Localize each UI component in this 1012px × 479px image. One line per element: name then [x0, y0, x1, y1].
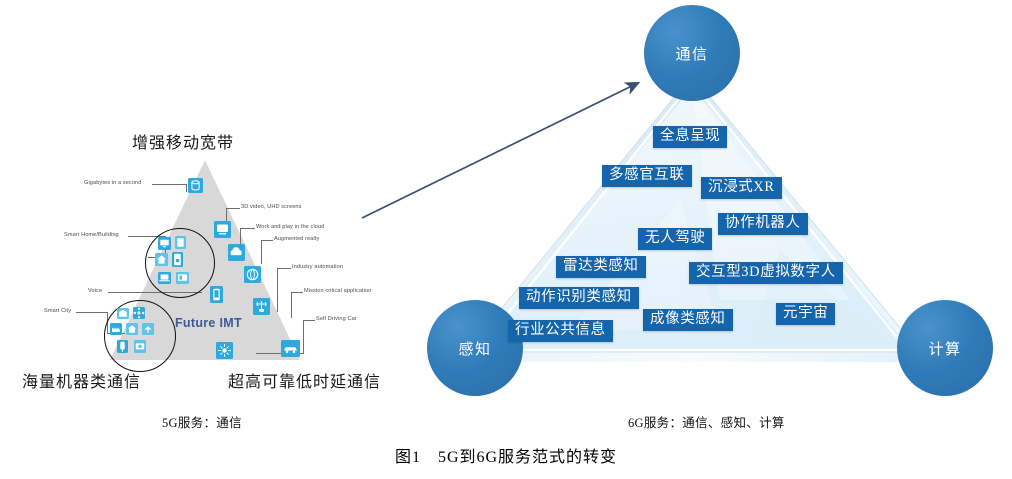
- leader-line-cloud: [240, 228, 255, 229]
- keyword-motion-recognition[interactable]: 动作识别类感知: [519, 287, 639, 310]
- leader-line-mission: [291, 292, 303, 293]
- leader-line-selfdriving-drop: [303, 320, 304, 354]
- monitor-icon: [214, 221, 231, 238]
- node-communication[interactable]: 通信: [644, 5, 740, 101]
- callout-mission-critical: Mission critical application: [304, 288, 372, 294]
- callout-cloud: Work and play in the cloud: [256, 224, 325, 230]
- voice-phone-icon: [210, 286, 223, 303]
- database-icon: [188, 178, 203, 193]
- house-icon: [126, 323, 138, 335]
- leader-line-selfdriving: [303, 320, 315, 321]
- callout-3d-video: 3D video, UHD screens: [241, 204, 302, 210]
- node-computing[interactable]: 计算: [897, 300, 993, 396]
- industry-automation-icon: [253, 298, 270, 315]
- node-sensing-label: 感知: [458, 341, 492, 358]
- keyword-multisensory[interactable]: 多感官互联: [602, 165, 692, 188]
- leader-line-ar-drop: [261, 240, 262, 264]
- left-5g-diagram: 增强移动宽带 Future IMT Gigabytes in a seco: [0, 0, 420, 420]
- traffic-light-icon: [117, 340, 128, 353]
- home-icon: [155, 253, 168, 266]
- appliance-icon: [172, 252, 183, 267]
- leader-line-gigabytes-drop: [186, 184, 187, 192]
- node-sensing[interactable]: 感知: [427, 300, 523, 396]
- leader-line-3dvideo-drop: [226, 208, 227, 226]
- desktop-icon: [158, 237, 171, 250]
- transition-arrow: [361, 81, 641, 219]
- right-6g-diagram: 通信 感知 计算 全息呈现 多感官互联 沉浸式XR 协作机器人 无人驾驶 雷达类…: [420, 0, 1012, 420]
- keyword-industry-public-info[interactable]: 行业公共信息: [508, 320, 613, 343]
- leader-line-smartcity: [76, 312, 108, 313]
- leader-line-smarthome: [128, 236, 166, 237]
- keyword-imaging-sensing[interactable]: 成像类感知: [643, 309, 733, 332]
- leader-line-cloud-drop: [240, 228, 241, 248]
- leader-line-3dvideo: [226, 208, 240, 209]
- leader-line-voice: [108, 292, 202, 293]
- left-bottom-left-label: 海量机器类通信: [22, 374, 142, 391]
- camera-icon: [134, 340, 146, 353]
- keyword-radar-sensing[interactable]: 雷达类感知: [556, 256, 646, 279]
- leader-line-ar: [261, 240, 273, 241]
- leader-line-gigabytes: [152, 184, 187, 185]
- mission-critical-icon: [216, 342, 233, 359]
- leader-line-selfdriving-end: [256, 353, 304, 354]
- keyword-autonomous-driving[interactable]: 无人驾驶: [638, 228, 713, 251]
- cloud-icon: [228, 244, 245, 261]
- caption-6g-service: 6G服务：通信、感知、计算: [628, 416, 785, 430]
- left-bottom-right-label: 超高可靠低时延通信: [228, 374, 382, 391]
- callout-gigabytes: Gigabytes in a second: [84, 180, 142, 186]
- smart-city-cluster-ring: [104, 300, 176, 372]
- figure-caption: 图1 5G到6G服务范式的转变: [394, 449, 618, 466]
- callout-self-driving-car: Self Driving Car: [316, 316, 357, 322]
- smart-home-cluster-ring: [145, 228, 215, 298]
- node-communication-label: 通信: [675, 46, 709, 63]
- tablet-icon: [175, 236, 186, 249]
- node-computing-label: 计算: [928, 341, 962, 358]
- left-diagram-title: 增强移动宽带: [131, 135, 234, 152]
- keyword-immersive-xr[interactable]: 沉浸式XR: [701, 177, 782, 200]
- leader-line-mission-drop: [291, 292, 292, 318]
- leader-line-industry-drop: [277, 268, 278, 312]
- callout-voice: Voice: [88, 288, 103, 294]
- keyword-interactive-3d-avatar[interactable]: 交互型3D虚拟数字人: [689, 262, 843, 285]
- future-imt-label: Future IMT: [175, 316, 242, 330]
- building-icon: [117, 308, 129, 319]
- self-driving-car-icon: [281, 340, 300, 357]
- antenna-icon: [142, 323, 154, 335]
- laptop-icon: [158, 272, 171, 284]
- callout-smart-city: Smart City: [44, 308, 72, 314]
- network-node-icon: [133, 307, 145, 319]
- smart-tv-icon: [176, 272, 189, 284]
- callout-industry-automation: Industry automation: [292, 264, 344, 270]
- factory-icon: [110, 323, 122, 335]
- augmented-reality-icon: [244, 266, 261, 283]
- callout-smart-home: Smart Home/Building: [64, 232, 119, 238]
- keyword-metaverse[interactable]: 元宇宙: [776, 303, 836, 326]
- keyword-holographic[interactable]: 全息呈现: [653, 126, 728, 149]
- caption-5g-service: 5G服务：通信: [162, 416, 242, 430]
- keyword-collaborative-robot[interactable]: 协作机器人: [718, 213, 808, 236]
- callout-augmented-reality: Augmented realty: [274, 236, 320, 242]
- leader-line-industry: [277, 268, 291, 269]
